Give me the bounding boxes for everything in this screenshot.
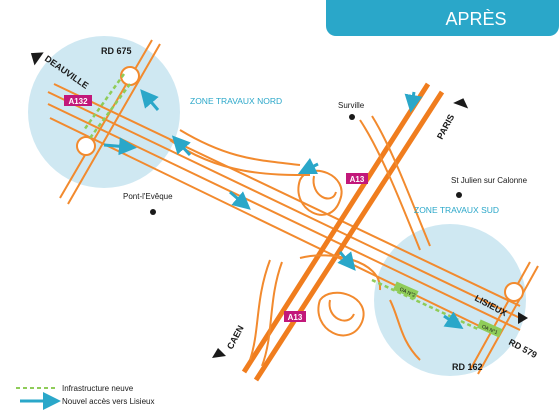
paris-label: PARIS	[435, 113, 456, 141]
header-title: APRÈS	[445, 9, 506, 29]
access-arrow-2	[103, 137, 137, 156]
badge-a13-bottom: A13	[284, 311, 306, 322]
st-julien-label: St Julien sur Calonne	[451, 176, 528, 185]
zone-sud-label: ZONE TRAVAUX SUD	[414, 205, 499, 215]
access-arrow-1	[140, 89, 160, 111]
rd675-label: RD 675	[101, 46, 132, 56]
rd579-road	[469, 261, 539, 375]
zone-nord-label: ZONE TRAVAUX NORD	[190, 96, 282, 106]
pont-leveque-dot	[150, 209, 156, 215]
st-julien-dot	[456, 192, 462, 198]
rd579-label: RD 579	[507, 337, 539, 360]
roundabout-south	[504, 282, 524, 302]
access-arrow-3	[171, 135, 192, 157]
access-arrow-5	[297, 157, 319, 175]
legend-new-infra-label: Infrastructure neuve	[62, 384, 134, 393]
direction-markers	[30, 52, 528, 358]
new-access-arrows	[103, 89, 464, 329]
rd162-label: RD 162	[452, 362, 483, 372]
lisieux-arrow-icon	[518, 312, 528, 324]
access-arrow-8	[443, 311, 464, 329]
svg-text:A13: A13	[288, 313, 303, 322]
legend: Infrastructure neuve Nouvel accès vers L…	[16, 384, 154, 410]
deauville-arrow-icon	[30, 52, 44, 66]
pont-leveque-label: Pont-l'Evêque	[123, 192, 173, 201]
header-background-top	[326, 0, 559, 12]
access-arrow-7	[337, 251, 356, 271]
surville-label: Surville	[338, 101, 365, 110]
a13-motorway	[241, 82, 445, 382]
access-arrow-4	[229, 190, 251, 210]
roundabout-north-bottom	[76, 136, 96, 156]
caen-label: CAEN	[225, 324, 246, 351]
rd675-road	[59, 39, 161, 205]
surville-dot	[349, 114, 355, 120]
oa1-marker	[477, 319, 503, 338]
badge-a132: A132	[64, 95, 92, 106]
legend-new-access-label: Nouvel accès vers Lisieux	[62, 397, 154, 406]
oa2-marker	[393, 281, 419, 300]
svg-text:A132: A132	[68, 97, 88, 106]
header-tab: APRÈS	[326, 0, 559, 36]
access-arrow-6	[404, 91, 423, 113]
paris-arrow-icon	[453, 98, 469, 109]
svg-text:A13: A13	[350, 175, 365, 184]
caen-arrow-icon	[212, 348, 226, 358]
badge-a13-top: A13	[346, 173, 368, 184]
